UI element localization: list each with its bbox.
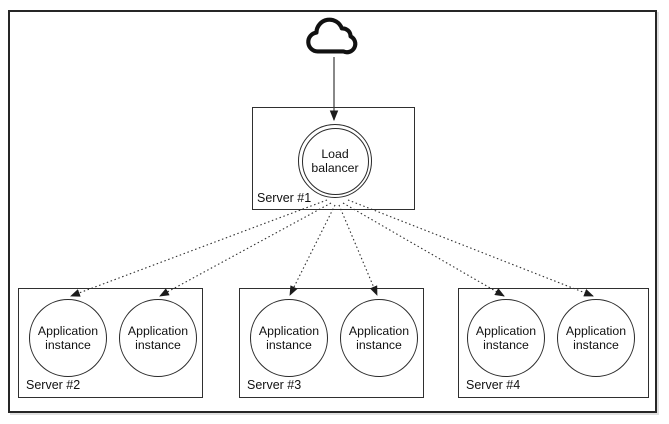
app-instance-label: Application instance <box>258 323 320 353</box>
load-balancer-node: Load balancer <box>298 124 372 198</box>
app-instance-label: Application instance <box>348 323 410 353</box>
server1-box: Load balancer Server #1 <box>252 107 415 210</box>
app-instance-label: Application instance <box>37 323 99 353</box>
server2-label: Server #2 <box>26 378 81 392</box>
app-instance-label: Application instance <box>565 323 627 353</box>
server3-box: Application instance Application instanc… <box>239 288 424 398</box>
server4-box: Application instance Application instanc… <box>458 288 649 398</box>
app-instance-node: Application instance <box>467 299 545 377</box>
load-balancer-label: Load balancer <box>311 146 359 176</box>
app-instance-label: Application instance <box>127 323 189 353</box>
server3-label: Server #3 <box>247 378 302 392</box>
server4-label: Server #4 <box>466 378 521 392</box>
load-balancer-inner-circle: Load balancer <box>301 127 369 195</box>
app-instance-node: Application instance <box>119 299 197 377</box>
server1-label: Server #1 <box>257 191 312 205</box>
app-instance-label: Application instance <box>475 323 537 353</box>
app-instance-node: Application instance <box>557 299 635 377</box>
server2-box: Application instance Application instanc… <box>18 288 203 398</box>
app-instance-node: Application instance <box>340 299 418 377</box>
app-instance-node: Application instance <box>250 299 328 377</box>
app-instance-node: Application instance <box>29 299 107 377</box>
